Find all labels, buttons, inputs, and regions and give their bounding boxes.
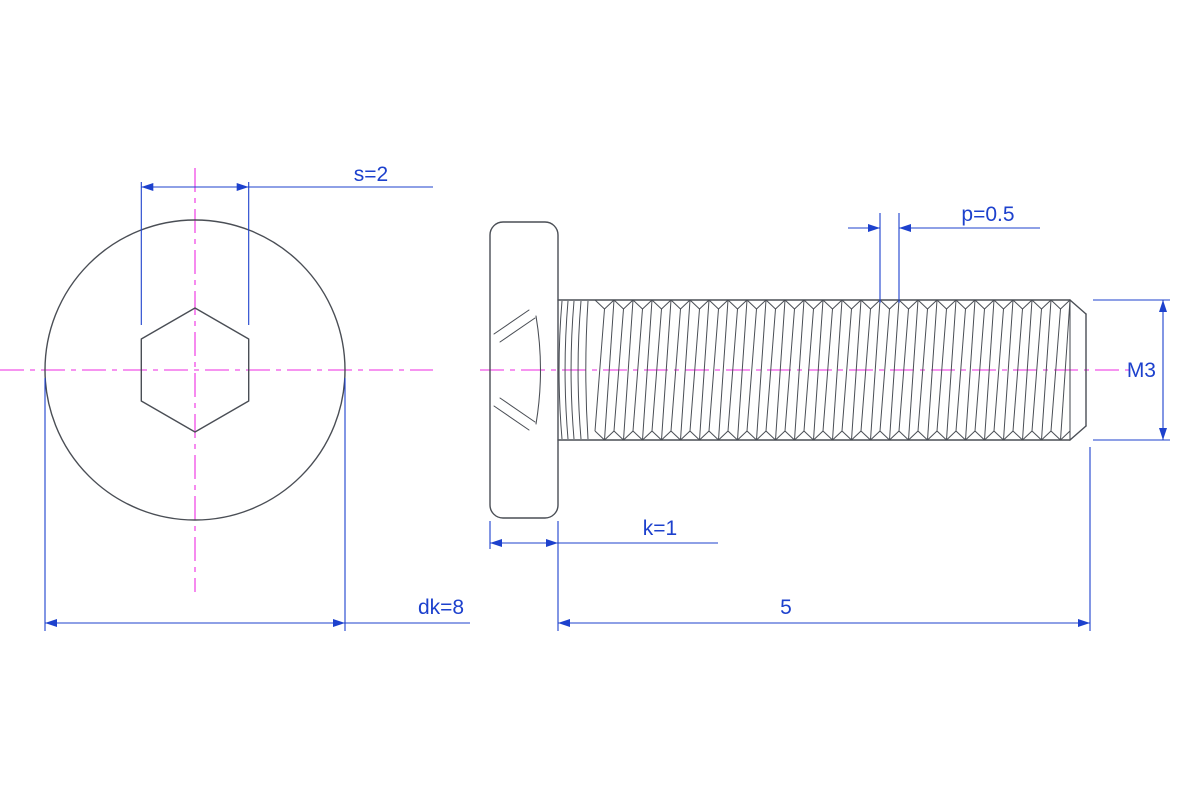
socket-edge-line [499, 397, 536, 423]
centerlines [0, 168, 1132, 592]
dim-thread-size: M3 [1093, 299, 1170, 441]
runout-curve [558, 300, 563, 440]
thread-runout [558, 300, 589, 440]
runout-curve [570, 300, 575, 440]
side-view [489, 221, 1087, 519]
runout-curve [585, 300, 589, 440]
socket-profile-side [493, 309, 541, 431]
dim-head-diameter: dk=8 [44, 378, 470, 631]
socket-edge-line [493, 405, 530, 431]
dim-thread-pitch-label: p=0.5 [961, 203, 1014, 226]
runout-curve [577, 300, 582, 440]
dim-head-diameter-label: dk=8 [418, 596, 464, 619]
dim-thread-length-label: 5 [780, 596, 792, 619]
dim-socket-width-label: s=2 [354, 163, 388, 186]
dim-head-height: k=1 [489, 517, 718, 549]
screw-head-side-outline [489, 221, 559, 519]
end-chamfer-top [1069, 299, 1087, 315]
runout-curve [564, 300, 569, 440]
socket-edge-line [499, 317, 536, 343]
hex-socket-outline [140, 307, 250, 433]
thread-profile [594, 299, 1071, 441]
socket-edge-line [493, 309, 530, 335]
front-view [44, 219, 346, 521]
dim-head-height-label: k=1 [643, 517, 677, 540]
socket-back-curve [535, 315, 541, 425]
dim-socket-width: s=2 [140, 163, 433, 325]
end-chamfer-bottom [1069, 425, 1087, 441]
dim-thread-size-label: M3 [1127, 359, 1156, 382]
dim-thread-length: 5 [557, 447, 1091, 631]
screw-head-circle [44, 219, 346, 521]
dim-thread-pitch: p=0.5 [848, 203, 1040, 303]
